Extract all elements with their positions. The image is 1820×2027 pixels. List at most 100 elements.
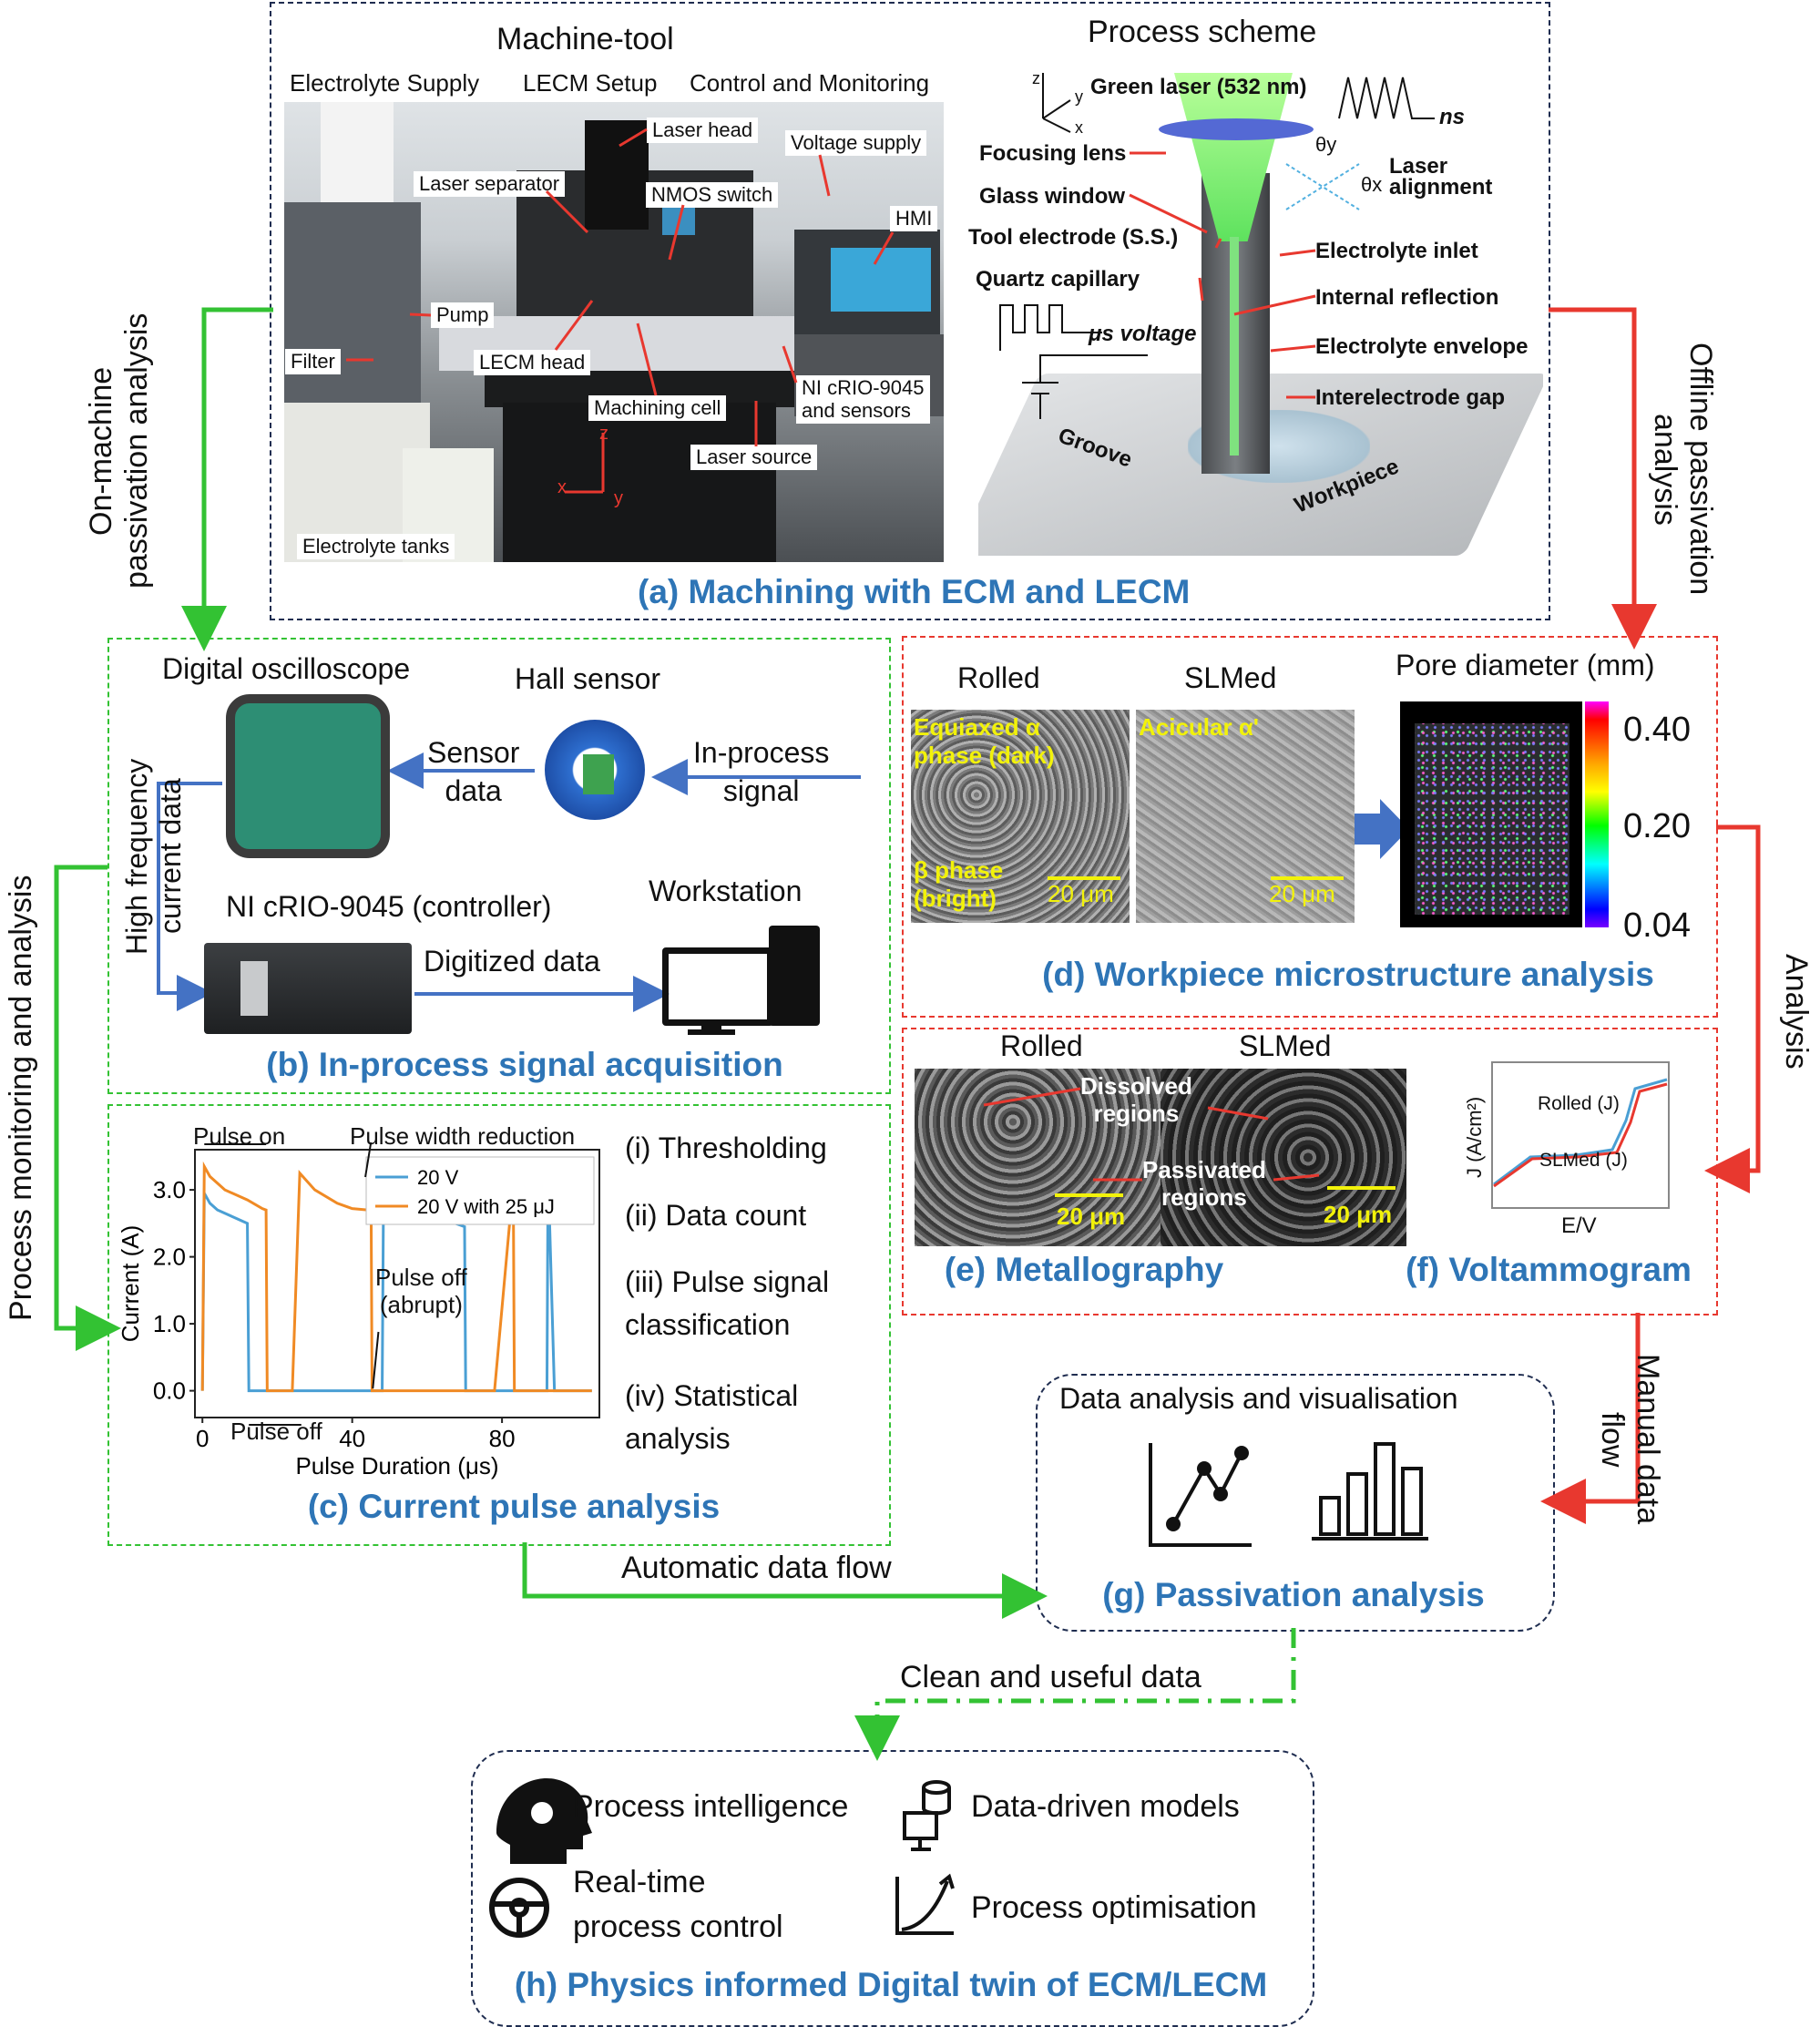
dt-real-time: Real-time [573,1865,706,1899]
scheme-interelectrode-gap: Interelectrode gap [1315,385,1506,410]
scale-label-d1: 20 μm [1048,880,1114,907]
chart-ylabel: Current (A) [117,1225,144,1343]
scheme-axis-y: y [1075,87,1083,106]
scheme-internal-reflection: Internal reflection [1315,285,1499,310]
steering-wheel-icon [489,1878,549,1938]
digitized-data-label: Digitized data [424,945,600,978]
colorbar-tick-020: 0.20 [1623,807,1691,845]
legend-label-0: 20 V [417,1166,459,1189]
clean-data-arrow [854,1628,1296,1761]
scheme-green-laser: Green laser (532 nm) [1090,75,1307,99]
pore-colorbar [1585,701,1609,927]
photo-label-laser-head: Laser head [647,118,759,143]
optimisation-curve-icon [895,1873,955,1935]
header-lecm-setup: LECM Setup [523,69,658,97]
step-statistical: (iv) Statistical [625,1379,799,1412]
hall-sensor-label: Hall sensor [515,662,661,695]
y-tick-label: 3.0 [153,1176,186,1203]
photo-label-laser-source: Laser source [690,445,818,470]
photo-axis-x: x [557,477,567,497]
analysis-label: Analysis [1779,953,1815,1070]
line-chart-icon [1149,1443,1252,1547]
chart-pulse-width-reduction: Pulse width reduction [350,1122,576,1150]
oscilloscope-icon [226,694,390,858]
monitor-stand [701,1019,721,1030]
panel-h-caption: (h) Physics informed Digital twin of ECM… [514,1966,1268,2003]
controller-label: NI cRIO-9045 (controller) [226,890,552,923]
step-thresholding: (i) Thresholding [625,1131,827,1164]
photo-label-machining-cell: Machining cell [588,395,727,421]
panel-c-caption: (c) Current pulse analysis [307,1488,721,1525]
x-tick-label: 40 [339,1425,365,1452]
on-machine-arrow [181,307,273,651]
panel-f-caption: (f) Voltammogram [1406,1251,1692,1288]
rolled-label-e: Rolled [1000,1029,1083,1062]
scheme-ns: ns [1439,105,1466,129]
slmed-label-d: SLMed [1184,661,1277,694]
dt-data-driven-models: Data-driven models [971,1789,1240,1824]
scale-label-e1: 20 μm [1057,1203,1126,1230]
monitor-base [688,1029,735,1035]
panel-e-caption: (e) Metallography [944,1251,1224,1288]
x-tick-label: 0 [196,1425,209,1452]
scheme-electrolyte-envelope: Electrolyte envelope [1315,334,1529,359]
scheme-axis-x: x [1075,118,1083,137]
y-tick-label: 2.0 [153,1244,186,1271]
oscilloscope-label: Digital oscilloscope [162,652,411,685]
panel-d-caption: (d) Workpiece microstructure analysis [1042,956,1654,993]
process-scheme-graphic [978,73,1543,556]
clean-data-label: Clean and useful data [900,1660,1201,1694]
header-electrolyte-supply: Electrolyte Supply [290,69,480,97]
colorbar-tick-004: 0.04 [1623,906,1691,945]
scale-bar-d1 [1048,876,1120,880]
hall-sensor-terminal [583,754,614,794]
voltammogram-slmed-legend: SLMed (J) [1539,1150,1628,1171]
tower-icon [769,926,820,1026]
scheme-quartz-capillary: Quartz capillary [976,267,1140,292]
controller-icon [204,943,412,1034]
chart-pulse-off-abrupt: Pulse off(abrupt) [375,1264,467,1318]
automatic-flow-label: Automatic data flow [621,1551,892,1585]
scheme-title: Process scheme [1088,15,1317,49]
scale-bar-e1 [1055,1193,1123,1197]
photo-label-nmos-switch: NMOS switch [646,182,779,208]
scheme-theta-x: θx [1361,173,1383,196]
chart-xlabel: Pulse Duration (μs) [295,1452,498,1479]
acicular-label: Acicular α' [1139,713,1259,741]
panel-g-caption: (g) Passivation analysis [1102,1576,1485,1613]
scale-bar-e2 [1327,1186,1396,1190]
machine-title: Machine-tool [496,22,674,56]
process-monitoring-arrow [54,865,121,1351]
slmed-micrograph [1136,710,1355,923]
step-statistical-2: analysis [625,1422,731,1455]
dt-process-optimisation: Process optimisation [971,1890,1257,1925]
photo-label-laser-separator: Laser separator [414,171,566,197]
scheme-glass-window: Glass window [979,184,1126,209]
chart-pulse-on: Pulse on [193,1122,286,1150]
photo-label-lecm-head: LECM head [474,350,591,375]
scheme-focusing-lens: Focusing lens [979,141,1127,166]
chart-pulse-off: Pulse off [230,1418,322,1445]
photo-label-voltage-supply: Voltage supply [785,130,927,156]
step-pulse-classification-2: classification [625,1308,791,1341]
step-data-count: (ii) Data count [625,1199,807,1232]
scheme-theta-y: θy [1315,133,1337,156]
photo-label-filter: Filter [285,349,341,374]
scale-bar-d2 [1271,876,1344,880]
scheme-electrolyte-inlet: Electrolyte inlet [1315,239,1478,263]
hf-data-arrow [157,782,222,1011]
data-analysis-title: Data analysis and visualisation [1059,1382,1458,1415]
photo-label-electrolyte-tanks: Electrolyte tanks [297,534,455,559]
dt-process-intelligence: Process intelligence [573,1789,849,1824]
bar-chart-icon [1312,1442,1428,1541]
